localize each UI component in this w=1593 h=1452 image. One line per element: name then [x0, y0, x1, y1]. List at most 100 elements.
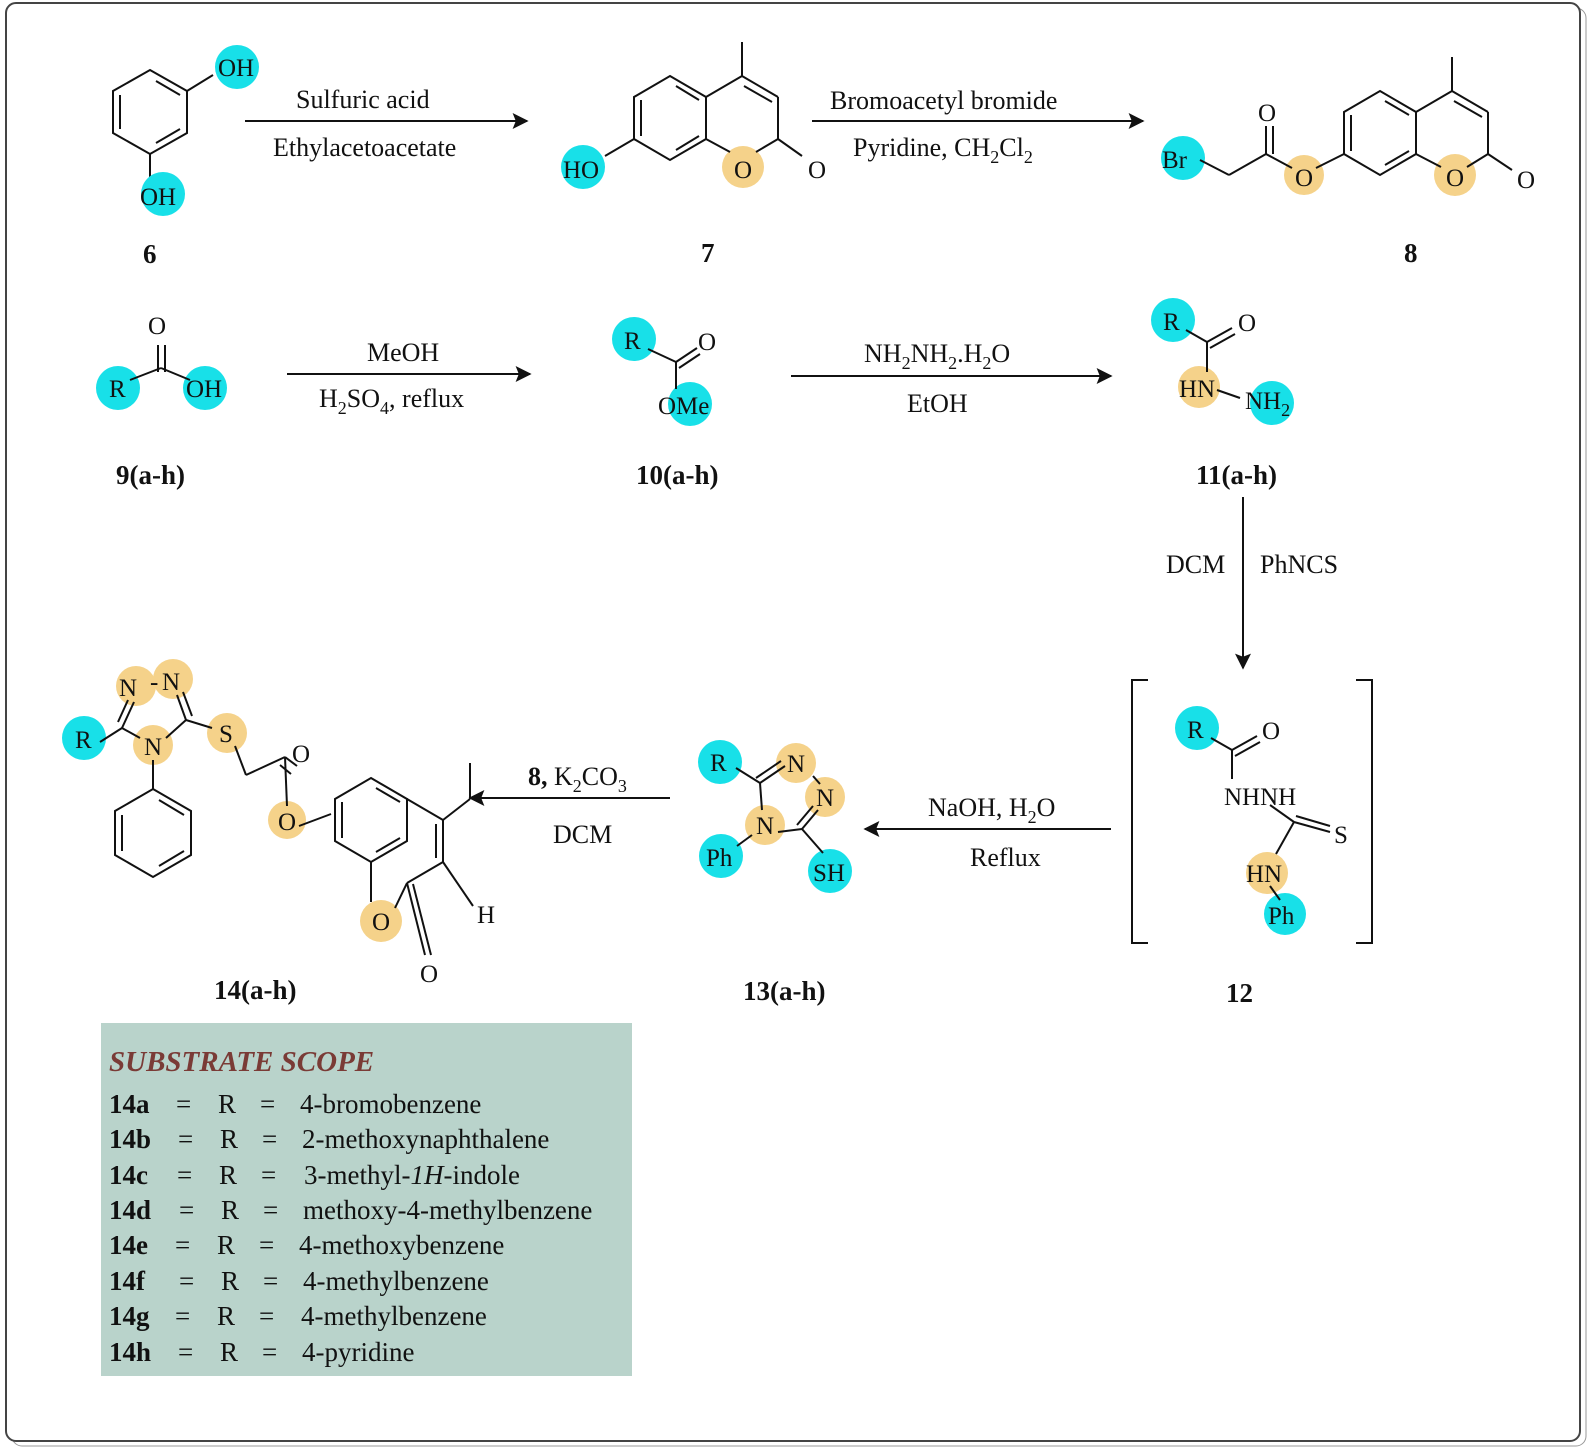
scope-equals: =	[176, 1089, 191, 1119]
scope-equals: =	[263, 1195, 278, 1225]
atom-label: N	[119, 675, 137, 702]
atom-label: N	[787, 751, 805, 778]
highlight-circle	[360, 900, 402, 942]
scope-row: 14g = R = 4-methylbenzene	[109, 1301, 487, 1331]
scope-row: 14d = R = methoxy-4-methylbenzene	[109, 1195, 592, 1225]
atom-label: -	[150, 669, 158, 696]
condition-text: H2SO4, reflux	[319, 384, 464, 418]
scope-equals: =	[262, 1124, 277, 1154]
atom-label: O	[278, 809, 296, 836]
atom-label: HN	[1246, 861, 1282, 888]
atom-label: O	[292, 741, 310, 768]
atom-label: HN	[1179, 376, 1215, 403]
highlight-circle	[1178, 366, 1220, 408]
highlight-circle	[133, 725, 173, 765]
scope-equals: =	[175, 1301, 190, 1331]
highlight-circle	[612, 317, 656, 361]
scope-value: 2-methoxynaphthalene	[302, 1124, 549, 1154]
highlight-circle	[1161, 136, 1205, 180]
scope-equals: =	[259, 1230, 274, 1260]
scope-equals: =	[179, 1195, 194, 1225]
atom-label: S	[1334, 822, 1348, 849]
highlight-circle	[141, 172, 185, 216]
scope-row: 14f = R = 4-methylbenzene	[109, 1266, 489, 1296]
scope-code: 14g	[109, 1301, 150, 1331]
atom-label: O	[734, 157, 752, 184]
atom-label: O	[1295, 165, 1313, 192]
compound-6	[112, 68, 214, 180]
highlight-circle	[215, 45, 259, 89]
atom-label: R	[710, 750, 727, 777]
atom-label: O	[1262, 718, 1280, 745]
scope-row: 14c = R = 3-methyl-1H-indole	[109, 1160, 520, 1190]
atom-label: O	[808, 157, 826, 184]
atom-label: Br	[1162, 147, 1188, 174]
scope-equals: =	[262, 1337, 277, 1367]
highlight-circle	[1151, 298, 1195, 342]
substrate-scope-table: 14a = R = 4-bromobenzene 14b = R = 2-met…	[109, 1089, 592, 1367]
scope-code: 14d	[109, 1195, 151, 1225]
condition-text: DCM	[553, 820, 612, 849]
compound-label-14: 14(a-h)	[214, 975, 297, 1005]
atom-label: R	[1187, 717, 1204, 744]
highlight-circle	[699, 834, 743, 878]
substrate-scope-box	[101, 1023, 632, 1376]
highlight-circle	[1246, 852, 1288, 894]
highlight-circle	[1284, 155, 1324, 195]
highlight-circle	[668, 382, 712, 426]
highlight-circle	[745, 805, 785, 845]
scope-r: R	[220, 1337, 238, 1367]
scope-row: 14a = R = 4-bromobenzene	[109, 1089, 481, 1119]
highlight-circle	[153, 659, 193, 699]
highlight-circle	[1434, 154, 1476, 196]
compound-label-8: 8	[1404, 238, 1418, 268]
atom-label: N	[756, 813, 774, 840]
atom-label: OH	[218, 55, 254, 82]
atom-label: O	[1446, 165, 1464, 192]
atom-label: NHNH	[1224, 784, 1296, 811]
scope-r: R	[219, 1160, 237, 1190]
condition-text: NaOH, H2O	[928, 793, 1055, 827]
compound-10	[647, 347, 701, 389]
highlight-circle	[183, 366, 227, 410]
highlight-circle	[722, 146, 764, 188]
condition-text: 8, K2CO3	[528, 762, 627, 796]
scope-equals: =	[178, 1124, 193, 1154]
atom-label: Ph	[1268, 903, 1295, 930]
scope-value: 4-methoxybenzene	[299, 1230, 504, 1260]
compound-label-6: 6	[143, 239, 157, 269]
scope-value: 3-methyl-1H-indole	[304, 1160, 520, 1190]
scope-r: R	[217, 1230, 235, 1260]
atom-label: OH	[186, 376, 222, 403]
scope-equals: =	[175, 1230, 190, 1260]
highlight-circle	[808, 849, 852, 893]
compound-label-12: 12	[1226, 978, 1253, 1008]
compound-8	[1199, 57, 1513, 177]
highlight-circle	[1264, 893, 1306, 935]
scope-value: 4-methylbenzene	[301, 1301, 487, 1331]
atom-label: S	[219, 721, 233, 748]
scope-equals: =	[178, 1337, 193, 1367]
atom-label: SH	[813, 860, 845, 887]
scope-r: R	[217, 1301, 235, 1331]
compound-12	[1210, 735, 1331, 901]
atom-label: R	[1163, 309, 1180, 336]
highlight-circle	[116, 666, 156, 706]
compound-label-13: 13(a-h)	[743, 976, 826, 1006]
highlight-circle	[561, 145, 605, 189]
condition-text: Reflux	[970, 843, 1041, 872]
atom-label: O	[1517, 167, 1535, 194]
atom-label: HO	[563, 157, 599, 184]
scope-equals: =	[259, 1301, 274, 1331]
highlight-circle	[96, 366, 140, 410]
scope-equals: =	[263, 1266, 278, 1296]
scope-code: 14e	[109, 1230, 148, 1260]
compound-label-11: 11(a-h)	[1196, 460, 1277, 490]
compound-12-brackets	[1131, 679, 1373, 944]
atom-label: OH	[140, 184, 176, 211]
atom-label: R	[624, 328, 641, 355]
scope-equals: =	[260, 1089, 275, 1119]
compound-7	[604, 42, 803, 162]
condition-text: Sulfuric acid	[296, 85, 430, 114]
compound-label-10: 10(a-h)	[636, 460, 719, 490]
